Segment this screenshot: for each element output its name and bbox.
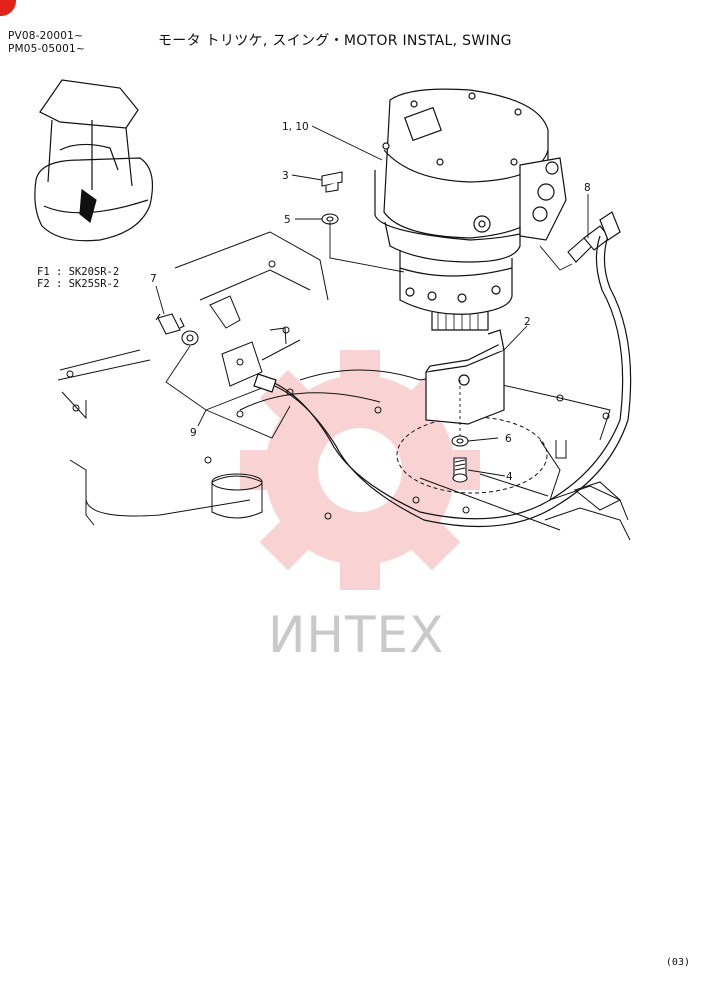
model-f1: F1 : SK20SR-2: [37, 266, 120, 278]
callout-6: 6: [505, 433, 512, 445]
callout-3: 3: [282, 170, 289, 182]
hose-clamp-plate: [221, 341, 263, 387]
callout-leaders: [155, 125, 589, 477]
callout-1-10: 1, 10: [282, 121, 309, 133]
callout-8: 8: [584, 182, 591, 194]
model-f2: F2 : SK25SR-2: [37, 278, 120, 290]
excavator-thumbnail: [34, 79, 153, 242]
serial-range-2: PM05-05001~: [8, 43, 85, 55]
washer-6: [451, 435, 469, 447]
callout-4: 4: [506, 471, 513, 483]
bolt-4: [452, 457, 468, 483]
frame-holes: [66, 260, 610, 520]
hose: [253, 211, 632, 528]
nut-7: [181, 330, 199, 346]
page-title: モータ トリツケ, スイング・MOTOR INSTAL, SWING: [158, 33, 512, 49]
callout-2: 2: [524, 316, 531, 328]
serial-range-1: PV08-20001~: [8, 30, 84, 42]
swing-motor: [374, 88, 567, 331]
page-number: (03): [665, 957, 690, 968]
bracket: [425, 329, 505, 425]
callout-5: 5: [284, 214, 291, 226]
callout-7: 7: [150, 273, 157, 285]
callout-9: 9: [190, 427, 197, 439]
adapter-7: [155, 313, 185, 335]
fitting-8: [567, 225, 611, 263]
upper-frame: [57, 231, 631, 541]
watermark-text: ИНТЕХ: [268, 606, 444, 664]
bolt-3: [321, 171, 343, 193]
